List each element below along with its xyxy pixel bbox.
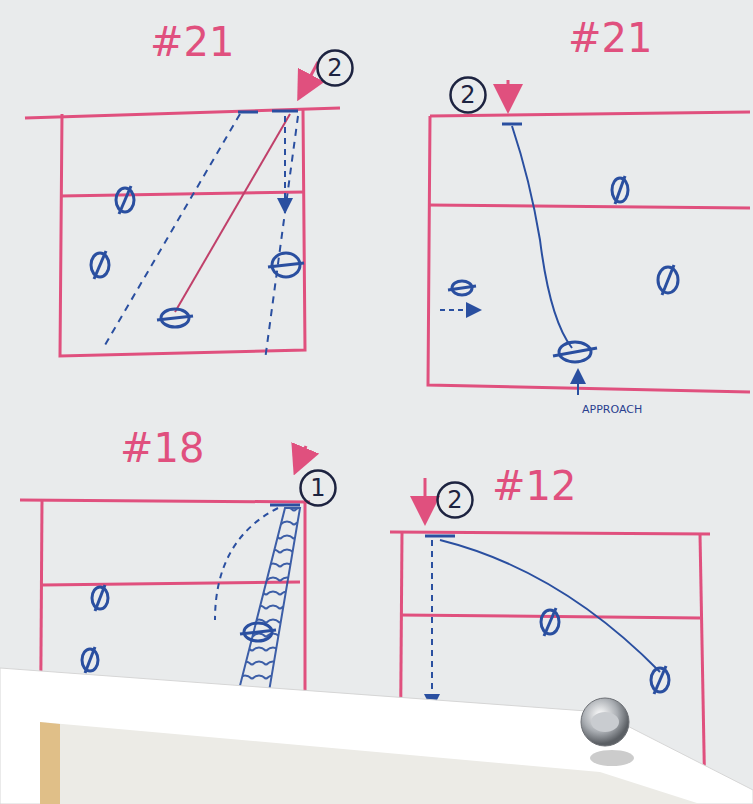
note-label: APPROACH (580, 403, 644, 416)
player-circle: 2 (449, 76, 487, 114)
player-circle: 2 (316, 49, 354, 87)
callout-number: 2 (327, 56, 342, 80)
rotation-label: #18 (120, 428, 204, 468)
callout-number: 2 (447, 488, 462, 512)
rotation-label: #21 (568, 18, 652, 58)
callout-number: 2 (460, 83, 475, 107)
callout-number: 1 (310, 476, 325, 500)
player-circle: 2 (436, 481, 474, 519)
player-circle: 1 (299, 469, 337, 507)
rotation-label: #12 (492, 466, 576, 506)
rotation-label: #21 (150, 22, 234, 62)
